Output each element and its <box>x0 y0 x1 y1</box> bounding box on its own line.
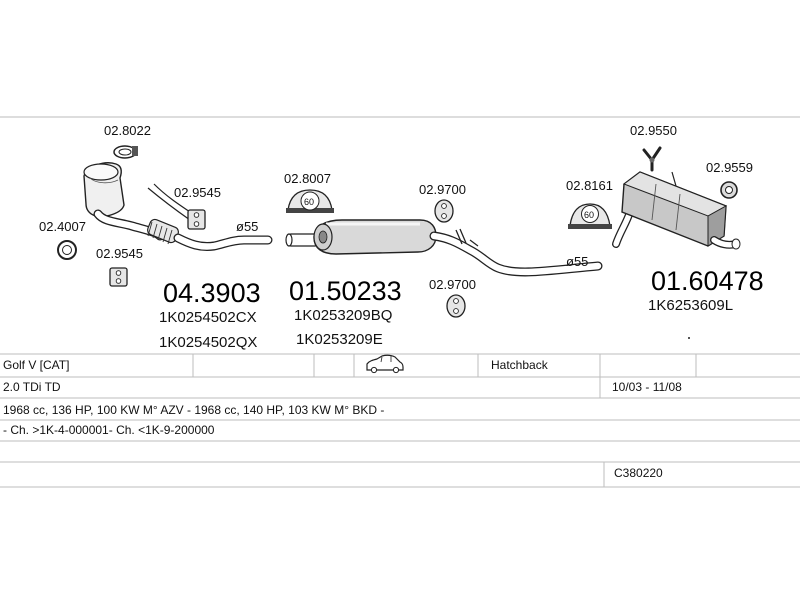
ring-02-9559-icon <box>720 181 738 199</box>
info-table-grid <box>0 353 800 488</box>
vehicle-years: 10/03 - 11/08 <box>612 380 682 394</box>
pipe-diameter-left: ø55 <box>236 219 258 234</box>
mount-02-8007-value: 60 <box>304 197 314 207</box>
catalog-code: C380220 <box>614 466 663 480</box>
label-02-9559: 02.9559 <box>706 160 753 175</box>
label-02-9550: 02.9550 <box>630 123 677 138</box>
rubber-02-9700-upper-icon <box>434 199 454 223</box>
label-02-9545-upper: 02.9545 <box>174 185 221 200</box>
vehicle-body-type: Hatchback <box>491 358 548 372</box>
label-02-8022: 02.8022 <box>104 123 151 138</box>
ring-02-4007-icon <box>57 240 77 260</box>
middle-silencer-drawing <box>285 219 603 277</box>
middle-oem-1: 1K0253209BQ <box>294 307 392 324</box>
vehicle-model: Golf V [CAT] <box>3 358 70 372</box>
label-02-9545-lower: 02.9545 <box>96 246 143 261</box>
rubber-02-9700-lower-icon <box>446 294 466 318</box>
pipe-diameter-right: ø55 <box>566 254 588 269</box>
rear-part-number: 01.60478 <box>651 266 764 296</box>
front-pipe-drawing <box>83 162 273 251</box>
middle-part-number: 01.50233 <box>289 276 402 306</box>
vehicle-engine: 2.0 TDi TD <box>3 380 61 394</box>
clamp-02-9550-icon <box>642 146 662 172</box>
hanger-02-9545-upper-icon <box>187 209 206 230</box>
rear-oem: 1K6253609L <box>648 297 733 314</box>
mount-02-8007-icon: 60 <box>286 189 334 213</box>
middle-oem-2: 1K0253209E <box>296 331 383 348</box>
mount-02-8161-icon: 60 <box>568 203 612 229</box>
label-02-9700-lower: 02.9700 <box>429 277 476 292</box>
car-icon <box>366 354 404 374</box>
label-02-8007: 02.8007 <box>284 171 331 186</box>
label-02-4007: 02.4007 <box>39 219 86 234</box>
front-part-number: 04.3903 <box>163 278 261 308</box>
label-02-8161: 02.8161 <box>566 178 613 193</box>
front-oem-1: 1K0254502CX <box>159 309 257 326</box>
vehicle-chassis-range: - Ch. >1K-4-000001- Ch. <1K-9-200000 <box>3 423 215 437</box>
clamp-02-8022-icon <box>113 145 138 159</box>
rear-silencer-drawing <box>612 171 741 250</box>
vehicle-engine-details: 1968 cc, 136 HP, 100 KW M° AZV - 1968 cc… <box>3 403 385 417</box>
hanger-02-9545-lower-icon <box>109 267 128 287</box>
front-oem-2: 1K0254502QX <box>159 334 257 351</box>
mount-02-8161-value: 60 <box>584 210 594 220</box>
label-02-9700-upper: 02.9700 <box>419 182 466 197</box>
